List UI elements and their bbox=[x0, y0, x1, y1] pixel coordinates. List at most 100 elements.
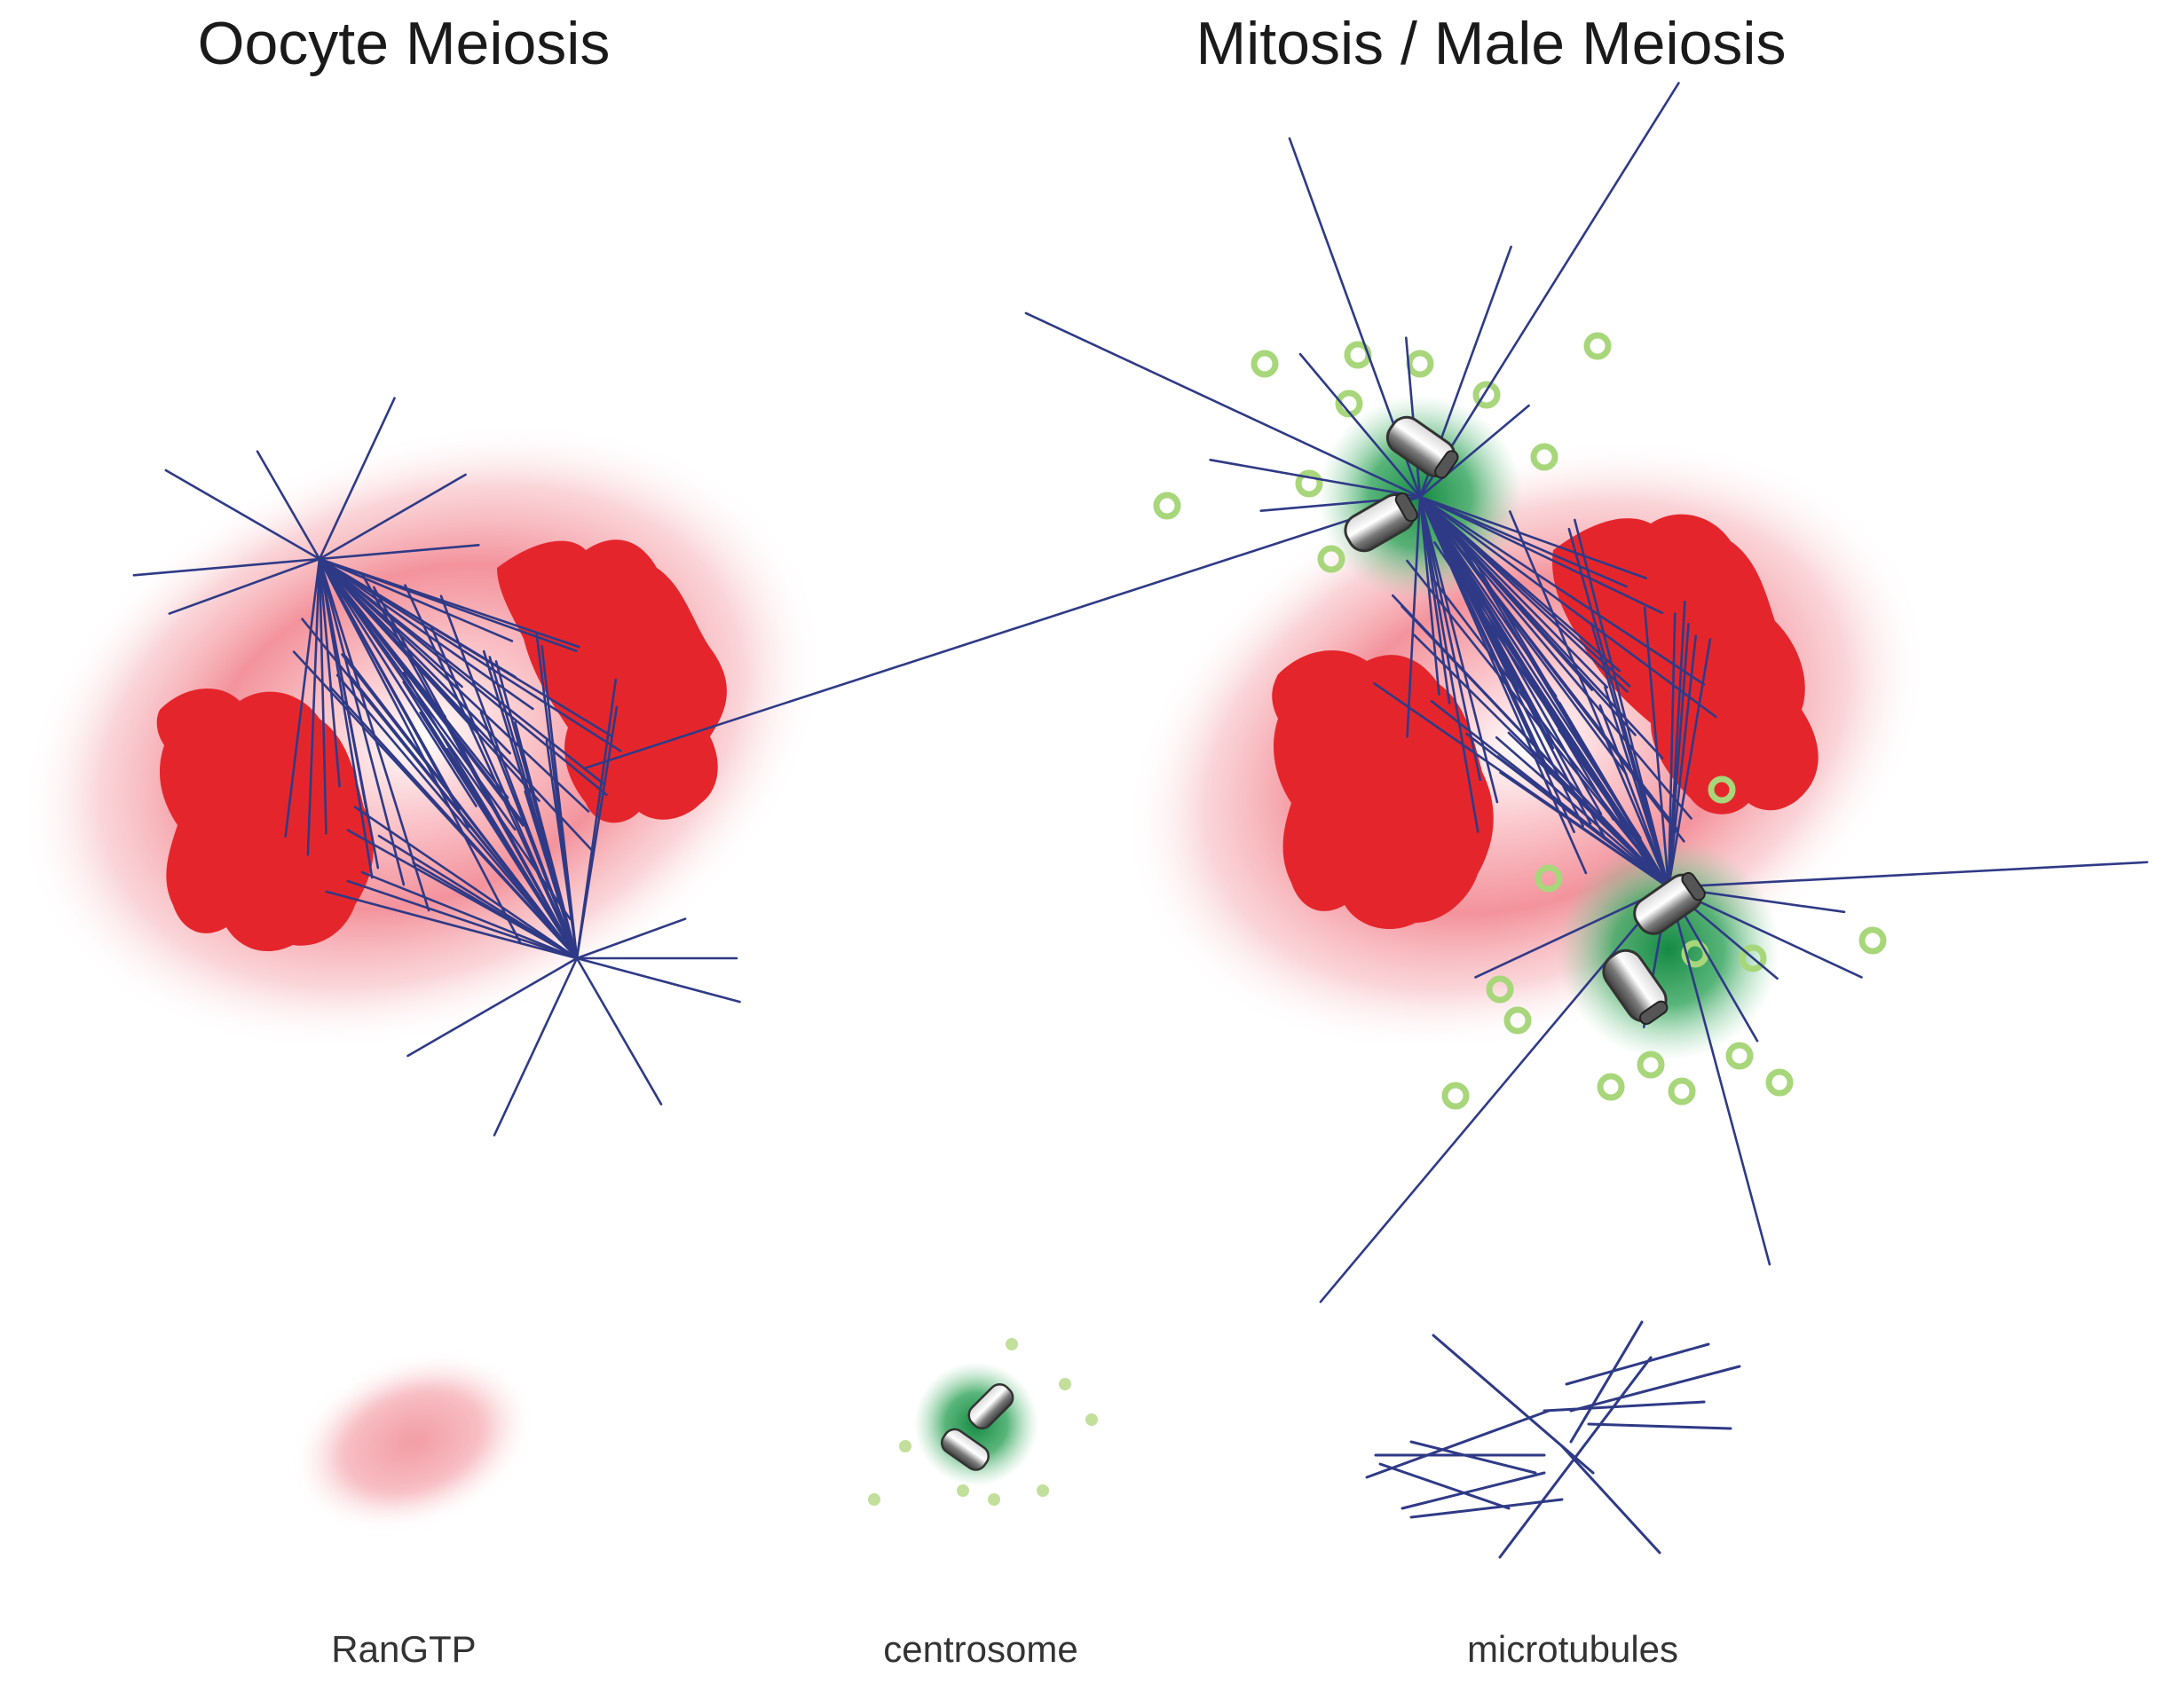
microtubules-oocyte bbox=[132, 397, 741, 1137]
spindle-fiber bbox=[343, 655, 579, 960]
microtubule bbox=[1498, 1356, 1653, 1559]
microtubule bbox=[1409, 1498, 1564, 1519]
pcm-dot bbox=[1503, 1006, 1532, 1035]
spindle-fiber bbox=[325, 890, 579, 960]
pcm-dot bbox=[1251, 350, 1279, 378]
pcm-dot bbox=[957, 1484, 969, 1497]
pcm-dot bbox=[1739, 944, 1767, 972]
spindle-fiber bbox=[540, 645, 579, 960]
pcm-dot bbox=[1006, 1338, 1018, 1350]
astral-fiber bbox=[1474, 885, 1670, 979]
spindle-fiber bbox=[372, 586, 579, 960]
spindle-fiber bbox=[353, 806, 579, 960]
spindle-fiber bbox=[318, 557, 606, 786]
spindle-fiber bbox=[1418, 495, 1717, 719]
spindle-fiber bbox=[1418, 495, 1615, 821]
microtubule bbox=[1409, 1440, 1537, 1475]
centriole-pair-lower bbox=[1602, 871, 1706, 1026]
mitosis-male-meiosis-title: Mitosis / Male Meiosis bbox=[1195, 10, 1787, 77]
spindle-fiber bbox=[1465, 583, 1670, 889]
legend-label-microtubules: microtubules bbox=[1466, 1628, 1679, 1670]
spindle-fiber bbox=[1418, 495, 1499, 804]
microtubule bbox=[1560, 1444, 1661, 1555]
pcm-dot bbox=[1059, 1378, 1071, 1390]
astral-fiber bbox=[168, 557, 321, 615]
pcm-dot bbox=[1708, 775, 1736, 804]
astral-fiber bbox=[1418, 404, 1530, 499]
astral-fiber bbox=[318, 397, 396, 561]
spindle-fiber bbox=[318, 557, 622, 752]
pcm-dot bbox=[1725, 1042, 1754, 1070]
astral-fiber bbox=[318, 473, 467, 561]
astral-fiber bbox=[493, 956, 579, 1137]
pcm-dot bbox=[1765, 1068, 1794, 1097]
astral-fiber bbox=[318, 544, 480, 561]
spindle-fiber bbox=[318, 557, 509, 799]
legend-rangtp-icon bbox=[296, 1356, 529, 1528]
centriole-upper-a bbox=[1385, 415, 1459, 479]
oocyte-meiosis-title: Oocyte Meiosis bbox=[197, 10, 611, 77]
pcm-dot bbox=[1668, 1077, 1696, 1106]
spindle-fiber bbox=[318, 557, 406, 886]
spindle-fiber bbox=[1418, 495, 1440, 696]
pcm-dot bbox=[1472, 381, 1501, 409]
astral-fiber bbox=[406, 956, 579, 1058]
legend-label-rangtp: RanGTP bbox=[331, 1628, 477, 1670]
astral-fiber bbox=[1209, 459, 1422, 499]
pcm-dot bbox=[1085, 1413, 1098, 1426]
legend-label-centrosome: centrosome bbox=[883, 1628, 1078, 1670]
pcm-dot bbox=[1535, 864, 1563, 893]
spindle-fiber bbox=[1667, 634, 1697, 889]
astral-fiber bbox=[575, 917, 687, 960]
microtubule bbox=[1587, 1422, 1732, 1430]
microtubule bbox=[1569, 1365, 1741, 1413]
spindle-fiber bbox=[1418, 495, 1628, 775]
centriole-lower-b bbox=[1602, 948, 1669, 1026]
astral-fiber bbox=[1667, 861, 2149, 889]
spindle-fiber bbox=[1418, 495, 1648, 579]
microtubule bbox=[1401, 1471, 1546, 1510]
spindle-fiber bbox=[1418, 495, 1637, 736]
spindle-fiber bbox=[1418, 495, 1609, 689]
pcm-dot bbox=[1637, 1051, 1665, 1079]
spindle-fiber bbox=[1418, 495, 1706, 686]
spindle-fiber bbox=[346, 879, 579, 960]
spindle-fiber bbox=[318, 557, 590, 813]
mitosis-panel bbox=[583, 82, 2149, 1303]
centriole-upper-b bbox=[1344, 492, 1418, 553]
spindle-fiber bbox=[1418, 495, 1664, 615]
astral-fiber bbox=[575, 956, 741, 1004]
oocyte-panel bbox=[20, 397, 824, 1137]
spindle-fiber bbox=[1418, 495, 1555, 750]
astral-fiber bbox=[164, 468, 321, 561]
spindle-fiber bbox=[318, 557, 514, 642]
pcm-dot bbox=[1153, 492, 1181, 520]
spindle-fiber bbox=[318, 557, 461, 810]
spindle-fiber bbox=[318, 557, 580, 649]
spindle-fiber bbox=[1418, 495, 1575, 833]
pcm-dot bbox=[1530, 443, 1558, 471]
microtubule bbox=[1565, 1342, 1710, 1386]
spindle-fiber bbox=[575, 678, 618, 960]
legend bbox=[296, 1320, 1741, 1559]
spindle-fiber bbox=[446, 748, 579, 960]
pcm-dot bbox=[1597, 1073, 1625, 1101]
pcm-dot bbox=[899, 1440, 911, 1452]
pcm-dot bbox=[1295, 469, 1323, 498]
spindle-fiber bbox=[1418, 495, 1631, 688]
spindle-fiber bbox=[1418, 495, 1642, 839]
spindle-fiber bbox=[318, 557, 613, 737]
spindle-fiber bbox=[1495, 736, 1670, 889]
chromosome-mass-left-left bbox=[156, 689, 374, 952]
spindle-fiber bbox=[360, 870, 579, 960]
spindle-fiber bbox=[1574, 518, 1670, 889]
spindle-fiber bbox=[412, 862, 579, 960]
spindle-fiber bbox=[306, 557, 321, 856]
spindle-fiber bbox=[318, 557, 463, 689]
legend-microtubules-icon bbox=[1365, 1320, 1741, 1559]
astral-fiber bbox=[1667, 885, 1771, 1266]
spindle-fiber bbox=[335, 673, 579, 960]
microtubule bbox=[1569, 1320, 1644, 1444]
